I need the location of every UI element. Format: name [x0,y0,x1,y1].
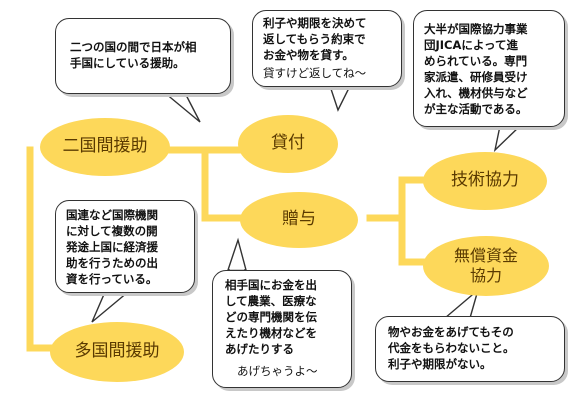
note-technical-text: 大半が国際協力事業 団JICAによって進 められている。専門 家派遣、研修員受け… [424,22,528,116]
node-loan-label: 貸付 [271,133,305,154]
note-grant: 相手国にお金を出 して農業、医療な どの専門機関を伝 えたり機材などを あげたり… [212,270,352,388]
node-bilateral-label: 二国間援助 [62,136,148,157]
node-technical-label: 技術協力 [451,170,519,191]
note-grant-aid-text: 物やお金をあげてもその 代金をもらわないこと。 利子や期限がない。 [388,325,515,371]
note-loan-casual: 貸すけど返してね～ [263,66,367,80]
node-multilateral-aid: 多国間援助 [50,322,184,382]
node-technical-cooperation: 技術協力 [423,152,547,210]
note-loan: 利子や期限を決めて 返してもらう約束で お金や物を貸す。 貸すけど返してね～ [252,10,402,87]
note-grant-aid: 物やお金をあげてもその 代金をもらわないこと。 利子や期限がない。 [375,316,565,382]
note-loan-text: 利子や期限を決めて 返してもらう約束で お金や物を貸す。 [263,16,367,62]
note-grant-casual: あげちゃうよ～ [237,364,318,378]
note-bilateral-text: 二つの国の間で日本が相 手国にしている援助。 [70,40,197,70]
node-grant-aid: 無償資金 協力 [423,236,549,296]
node-grant: 贈与 [240,192,358,248]
note-technical: 大半が国際協力事業 団JICAによって進 められている。専門 家派遣、研修員受け… [413,10,565,127]
node-multilateral-label: 多国間援助 [74,341,160,362]
note-multilateral: 国連など国際機関 に対して複数の開 発途上国に経済援 助を行うための出 資を行っ… [55,200,195,293]
node-bilateral-aid: 二国間援助 [40,118,170,176]
node-grant-aid-label: 無償資金 協力 [453,246,518,285]
node-loan: 貸付 [238,115,338,173]
node-grant-label: 贈与 [282,209,316,230]
line-to-grant [201,146,249,222]
note-bilateral: 二つの国の間で日本が相 手国にしている援助。 [55,18,231,94]
note-multilateral-text: 国連など国際機関 に対して複数の開 発途上国に経済援 助を行うための出 資を行っ… [66,208,158,286]
note-grant-text: 相手国にお金を出 して農業、医療な どの専門機関を伝 えたり機材などを あげたり… [225,278,317,356]
